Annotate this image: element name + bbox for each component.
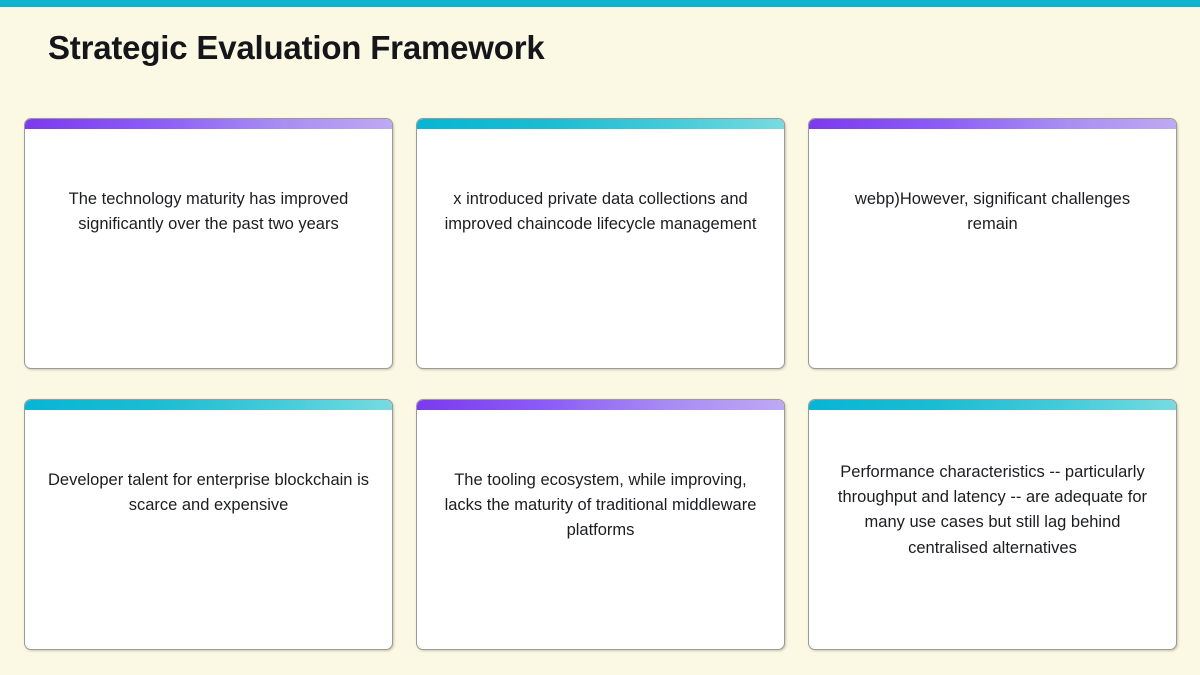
card-2-text: x introduced private data collections an… (444, 190, 757, 234)
card-2[interactable]: x introduced private data collections an… (416, 118, 785, 369)
top-accent-strip (0, 0, 1200, 7)
card-6-text: Performance characteristics -- particula… (837, 463, 1148, 557)
card-2-accent-bar (417, 119, 784, 129)
card-4-text: Developer talent for enterprise blockcha… (47, 471, 369, 515)
page-title: Strategic Evaluation Framework (48, 29, 545, 66)
card-6[interactable]: Performance characteristics -- particula… (808, 399, 1177, 650)
card-4-body: Developer talent for enterprise blockcha… (25, 410, 392, 649)
card-6-accent-bar (809, 400, 1176, 410)
card-3-text: webp)However, significant challenges rem… (854, 190, 1131, 234)
card-3-accent-bar (809, 119, 1176, 129)
card-1[interactable]: The technology maturity has improved sig… (24, 118, 393, 369)
card-1-body: The technology maturity has improved sig… (25, 129, 392, 368)
card-3[interactable]: webp)However, significant challenges rem… (808, 118, 1177, 369)
card-5[interactable]: The tooling ecosystem, while improving, … (416, 399, 785, 650)
card-5-body: The tooling ecosystem, while improving, … (417, 410, 784, 649)
card-3-body: webp)However, significant challenges rem… (809, 129, 1176, 368)
card-2-body: x introduced private data collections an… (417, 129, 784, 368)
card-4-accent-bar (25, 400, 392, 410)
card-6-body: Performance characteristics -- particula… (809, 410, 1176, 649)
card-5-text: The tooling ecosystem, while improving, … (444, 471, 757, 540)
card-1-accent-bar (25, 119, 392, 129)
card-1-text: The technology maturity has improved sig… (68, 190, 349, 234)
card-grid: The technology maturity has improved sig… (24, 118, 1177, 650)
card-4[interactable]: Developer talent for enterprise blockcha… (24, 399, 393, 650)
card-5-accent-bar (417, 400, 784, 410)
